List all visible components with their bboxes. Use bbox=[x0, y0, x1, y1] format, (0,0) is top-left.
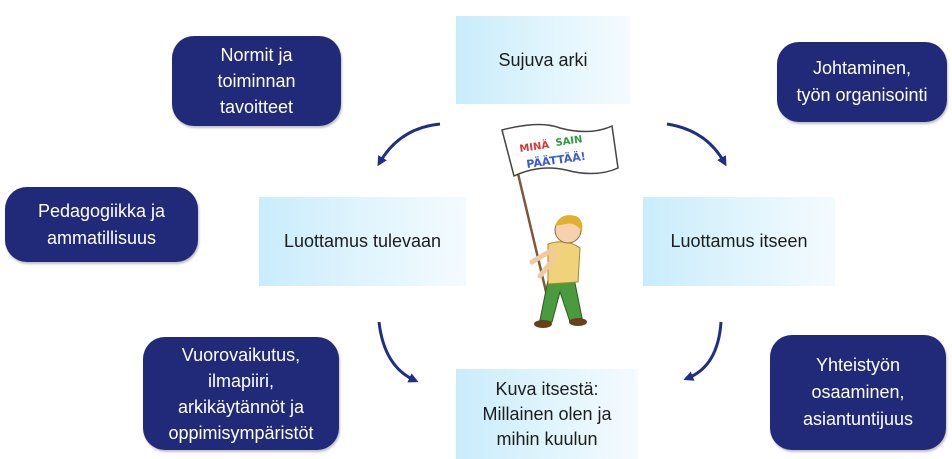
box-text: Yhteistyön osaaminen, asiantuntijuus bbox=[802, 355, 914, 429]
figure-shirt bbox=[547, 241, 581, 285]
figure-arm bbox=[529, 247, 559, 279]
box-luottamus-tulevaan: Luottamus tulevaan bbox=[259, 197, 466, 286]
box-vuorovaikutus: Vuorovaikutus, ilmapiiri, arkikäytännöt … bbox=[143, 337, 339, 450]
box-text: Vuorovaikutus, ilmapiiri, arkikäytännöt … bbox=[168, 344, 314, 443]
figure-pants bbox=[539, 277, 583, 323]
arrow-top-left bbox=[377, 122, 441, 167]
figure-shoe-left bbox=[534, 320, 552, 328]
box-text: Sujuva arki bbox=[498, 49, 588, 70]
box-sujuva-arki: Sujuva arki bbox=[456, 16, 630, 104]
box-yhteistyo: Yhteistyön osaaminen, asiantuntijuus bbox=[770, 335, 946, 450]
box-text: Pedagogiikka ja ammatillisuus bbox=[37, 200, 166, 248]
box-text: Luottamus itseen bbox=[670, 231, 808, 251]
figure-shoe-right bbox=[569, 318, 587, 326]
arrow-top-right bbox=[666, 122, 727, 167]
box-text: Luottamus tulevaan bbox=[283, 231, 442, 251]
arrow-bottom-right bbox=[683, 321, 723, 381]
box-kuva-itsesta: Kuva itsestä: Millainen olen ja mihin ku… bbox=[456, 369, 638, 459]
box-luottamus-itseen: Luottamus itseen bbox=[643, 197, 835, 286]
box-text: Normit ja toiminnan tavoitteet bbox=[217, 45, 296, 117]
box-johtaminen: Johtaminen, työn organisointi bbox=[777, 42, 947, 122]
box-normit: Normit ja toiminnan tavoitteet bbox=[172, 36, 341, 126]
flag-cloth bbox=[501, 123, 619, 178]
arrow-bottom-left bbox=[377, 321, 419, 383]
box-pedagogiikka: Pedagogiikka ja ammatillisuus bbox=[5, 187, 198, 262]
box-text: Johtaminen, työn organisointi bbox=[796, 58, 928, 105]
flag-figure-illustration: MINÄ SAIN PÄÄTTÄÄ! bbox=[501, 123, 619, 328]
box-text: Kuva itsestä: Millainen olen ja mihin ku… bbox=[482, 378, 612, 449]
flag-text-sain: SAIN bbox=[555, 134, 583, 149]
figure-hair bbox=[555, 215, 583, 232]
